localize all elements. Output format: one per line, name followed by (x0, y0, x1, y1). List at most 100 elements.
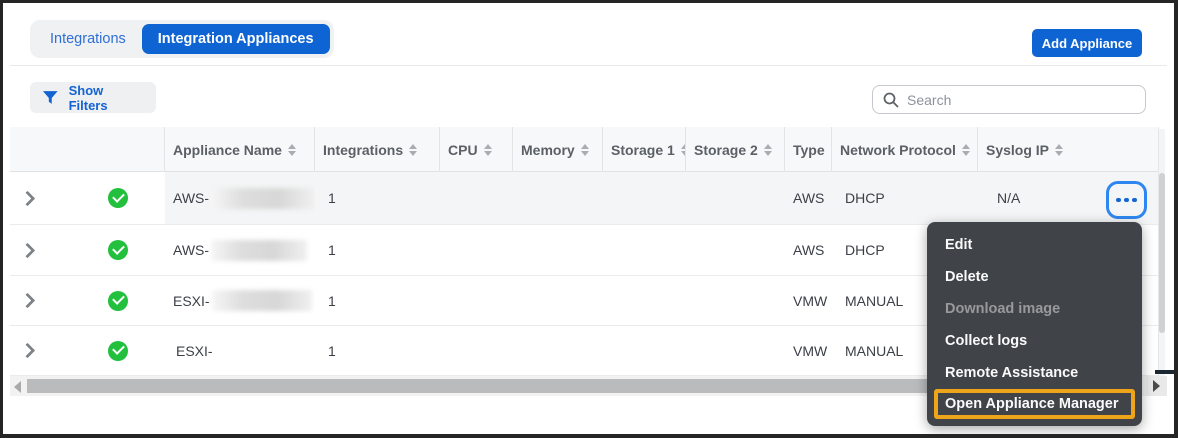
expand-row-button[interactable] (22, 276, 62, 325)
column-label: Syslog IP (986, 141, 1050, 158)
cell-integrations: 1 (328, 342, 336, 359)
cell-type: AWS (793, 242, 825, 258)
cell-type: VMW (793, 292, 828, 309)
appliance-name-text: ESXI- (176, 342, 213, 359)
cell-integrations: 1 (328, 242, 336, 258)
cell-type: AWS (793, 190, 825, 206)
menu-item-download-image: Download image (945, 301, 1061, 317)
column-label: Network Protocol (840, 141, 956, 158)
table-row[interactable]: AWS- 1 AWS DHCP (10, 225, 1158, 276)
appliance-name-text: AWS- (173, 242, 210, 258)
sort-icon[interactable] (1055, 143, 1064, 156)
appliance-name-text: AWS- (173, 190, 210, 206)
cell-integrations: 1 (328, 292, 336, 309)
cell-type: VMW (793, 342, 828, 359)
cell-network-protocol: MANUAL (845, 292, 904, 309)
vertical-scrollbar-thumb[interactable] (1159, 173, 1165, 333)
sort-icon[interactable] (483, 143, 492, 156)
status-ok-icon (108, 276, 148, 325)
column-header-storage1[interactable]: Storage 1 (603, 127, 686, 172)
table-right-border (1158, 127, 1159, 376)
row-highlight (165, 172, 1158, 224)
column-header-cpu[interactable]: CPU (440, 127, 513, 172)
chevron-right-icon (22, 342, 36, 359)
table-row[interactable]: AWS- 1 AWS DHCP N/A (10, 172, 1158, 225)
row-actions-button[interactable] (1106, 181, 1147, 219)
column-header-syslog-ip[interactable]: Syslog IP (978, 127, 1158, 172)
search-input[interactable] (907, 91, 1135, 108)
column-label: CPU (448, 141, 478, 158)
status-ok-icon (108, 172, 148, 224)
appliance-name-text: ESXI- (173, 292, 210, 309)
ellipsis-icon (1116, 197, 1121, 203)
column-header-integrations[interactable]: Integrations (315, 127, 440, 172)
cell-appliance-name: ESXI- (165, 326, 315, 375)
column-label: Memory (521, 141, 575, 158)
column-header-storage2[interactable]: Storage 2 (686, 127, 785, 172)
chevron-right-icon (22, 190, 36, 206)
cell-syslog-ip: N/A (997, 190, 1021, 206)
cell-network-protocol: DHCP (845, 242, 885, 258)
show-filters-button[interactable]: Show Filters (30, 82, 156, 113)
sort-icon[interactable] (680, 143, 685, 156)
cell-network-protocol: DHCP (845, 190, 885, 206)
scroll-right-arrow[interactable] (1146, 376, 1167, 396)
filter-icon (42, 91, 58, 104)
row-actions-context-menu: Edit Delete Download image Collect logs … (927, 222, 1142, 426)
topbar-divider (10, 65, 1167, 66)
cell-appliance-name: AWS- (165, 172, 315, 224)
ellipsis-icon (1132, 197, 1137, 203)
menu-item-collect-logs[interactable]: Collect logs (945, 333, 1028, 349)
ellipsis-icon (1124, 197, 1129, 203)
menu-item-remote-assistance[interactable]: Remote Assistance (945, 365, 1079, 381)
scroll-left-arrow-icon[interactable] (14, 381, 21, 393)
menu-item-delete[interactable]: Delete (945, 269, 989, 285)
sort-icon[interactable] (830, 143, 831, 156)
column-header-network-protocol[interactable]: Network Protocol (832, 127, 978, 172)
cell-network-protocol: MANUAL (845, 342, 904, 359)
sort-icon[interactable] (961, 143, 970, 156)
cell-appliance-name: AWS- (165, 225, 315, 275)
chevron-right-icon (22, 292, 36, 309)
table-header: Appliance Name Integrations CPU Memory S… (10, 127, 1158, 172)
search-icon (883, 92, 899, 107)
scroll-right-arrow-icon (1153, 380, 1160, 392)
sort-icon[interactable] (763, 143, 772, 156)
sort-icon[interactable] (409, 143, 418, 156)
cell-appliance-name: ESXI- (165, 276, 315, 325)
redacted-name (211, 290, 312, 311)
column-header-memory[interactable]: Memory (513, 127, 603, 172)
vertical-scrollbar[interactable] (1159, 129, 1165, 376)
chevron-right-icon (22, 242, 36, 258)
search-box[interactable] (872, 85, 1146, 114)
column-header-appliance-name[interactable]: Appliance Name (165, 127, 315, 172)
column-label: Type (793, 141, 825, 158)
table-row[interactable]: ESXI- 1 VMW MANUAL (10, 326, 1158, 376)
sort-icon[interactable] (287, 143, 296, 156)
redacted-name (211, 239, 308, 261)
redacted-name (211, 187, 315, 209)
tab-integration-appliances[interactable]: Integration Appliances (141, 24, 330, 54)
menu-item-open-appliance-manager[interactable]: Open Appliance Manager (934, 389, 1135, 419)
cell-integrations: 1 (328, 190, 336, 206)
horizontal-scrollbar-thumb[interactable] (27, 379, 1139, 393)
status-ok-icon (108, 225, 148, 275)
menu-item-edit[interactable]: Edit (945, 237, 973, 253)
tab-integrations[interactable]: Integrations (50, 31, 126, 47)
add-appliance-button[interactable]: Add Appliance (1032, 29, 1142, 57)
tab-group: Integrations Integration Appliances (30, 20, 334, 58)
column-label: Storage 1 (611, 141, 675, 158)
table-row[interactable]: ESXI- 1 VMW MANUAL (10, 276, 1158, 326)
sort-icon[interactable] (580, 143, 589, 156)
app-canvas: Integrations Integration Appliances Add … (3, 3, 1174, 434)
column-label: Storage 2 (694, 141, 758, 158)
column-header-type[interactable]: Type (785, 127, 832, 172)
column-label: Appliance Name (173, 141, 282, 158)
expand-row-button[interactable] (22, 225, 62, 275)
expand-row-button[interactable] (22, 172, 62, 224)
column-label: Integrations (323, 141, 404, 158)
expand-row-button[interactable] (22, 326, 62, 375)
horizontal-scrollbar[interactable] (10, 376, 1167, 396)
header-pinned-spacer (10, 127, 165, 172)
